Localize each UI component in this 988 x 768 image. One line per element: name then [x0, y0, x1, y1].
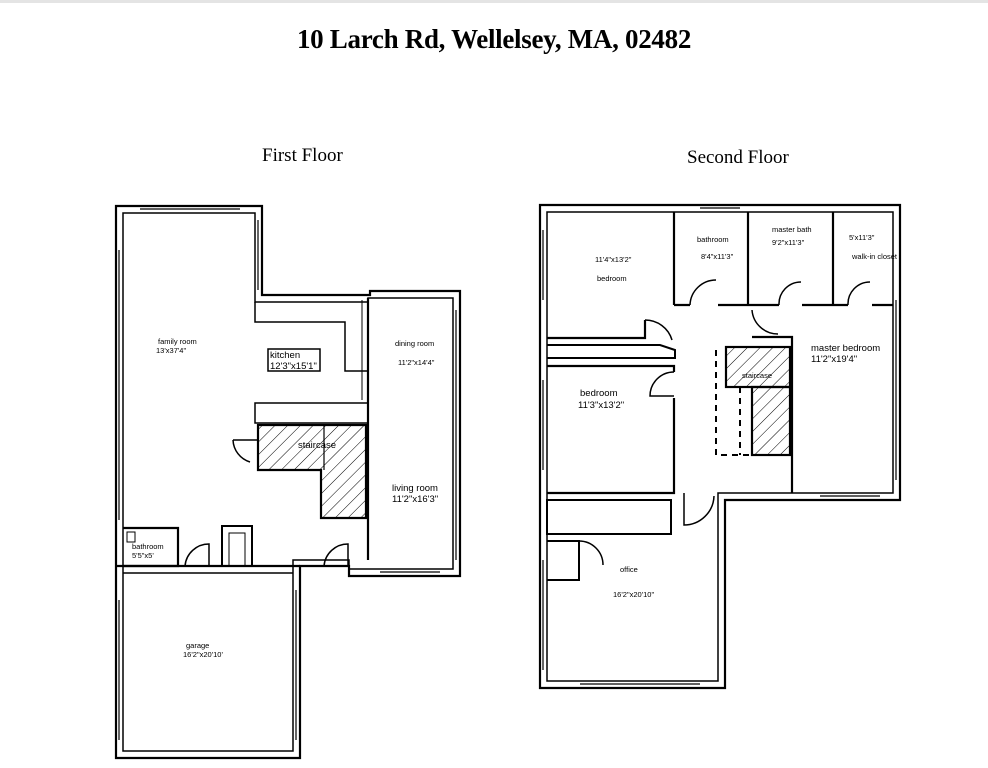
room-name-master-bedroom: master bedroom	[811, 343, 880, 354]
room-size-master-bedroom: 11'2"x19'4"	[811, 354, 857, 365]
room-name-dining-room: dining room	[395, 339, 434, 348]
closet	[221, 525, 253, 567]
page-title: 10 Larch Rd, Wellelsey, MA, 02482	[296, 24, 692, 54]
room-name-bedroom-top: bedroom	[597, 274, 627, 283]
bar-counter	[254, 402, 369, 424]
room-name-family-room: family room	[158, 337, 197, 346]
bedroom-middle-left-walls	[547, 364, 676, 495]
bedroom-top-left-walls	[547, 212, 676, 340]
master-bedroom-walls	[752, 335, 794, 493]
second-floor-plan	[538, 203, 902, 690]
first-floor-staircase	[256, 423, 368, 520]
kitchen-counter	[254, 302, 368, 372]
office-closet	[547, 540, 580, 581]
first-floor-labels: family room 13'x37'4" kitchen 12'3"x15'1…	[132, 337, 438, 659]
room-size-walk-in-closet: 5'x11'3"	[849, 233, 875, 242]
room-size-bathroom-2: 8'4"x11'3"	[701, 252, 734, 261]
room-size-master-bath: 9'2"x11'3"	[772, 238, 805, 247]
second-floor-label: Second Floor	[687, 147, 789, 168]
room-name-staircase-2: staircase	[742, 371, 772, 380]
room-name-bathroom-2: bathroom	[697, 235, 729, 244]
room-size-bedroom-top: 11'4"x13'2"	[595, 255, 632, 264]
top-border	[0, 0, 988, 3]
hall-wall	[547, 344, 676, 359]
second-floor-outer-wall	[538, 203, 902, 690]
room-size-office: 16'2"x20'10"	[613, 590, 654, 599]
room-size-family-room: 13'x37'4"	[156, 346, 186, 355]
room-name-walk-in-closet: walk-in closet	[851, 252, 898, 261]
room-size-kitchen: 12'3"x15'1"	[270, 361, 317, 372]
room-name-office: office	[620, 565, 638, 574]
room-name-bedroom-middle: bedroom	[580, 388, 618, 399]
first-floor-plan	[114, 204, 462, 760]
room-name-master-bath: master bath	[772, 225, 812, 234]
room-size-dining-room: 11'2"x14'4"	[398, 358, 435, 367]
second-floor-staircase-upper	[724, 345, 792, 389]
room-name-bathroom-1: bathroom	[132, 542, 164, 551]
hall-closet	[546, 499, 672, 535]
kitchen-island	[267, 348, 321, 372]
first-floor-inner-wall	[122, 212, 454, 752]
first-floor-outer-wall	[114, 204, 462, 760]
first-floor-windows	[118, 208, 457, 740]
room-size-living-room: 11'2"x16'3"	[392, 494, 438, 505]
room-size-bedroom-middle: 11'3"x13'2"	[578, 400, 624, 411]
room-name-living-room: living room	[392, 483, 438, 494]
upper-bath-walls	[674, 212, 893, 307]
room-size-garage: 16'2"x20'10'	[183, 650, 223, 659]
room-name-staircase-1: staircase	[298, 440, 336, 451]
second-floor-inner-wall	[546, 211, 894, 682]
second-floor-windows	[542, 207, 897, 685]
room-name-kitchen: kitchen	[270, 350, 300, 361]
second-floor-labels: 11'4"x13'2" bedroom bathroom 8'4"x11'3" …	[578, 225, 898, 599]
first-floor-label: First Floor	[262, 145, 343, 166]
room-name-garage: garage	[186, 641, 209, 650]
room-size-bathroom-1: 5'5"x5'	[132, 551, 154, 560]
second-floor-staircase-lower	[750, 385, 792, 457]
